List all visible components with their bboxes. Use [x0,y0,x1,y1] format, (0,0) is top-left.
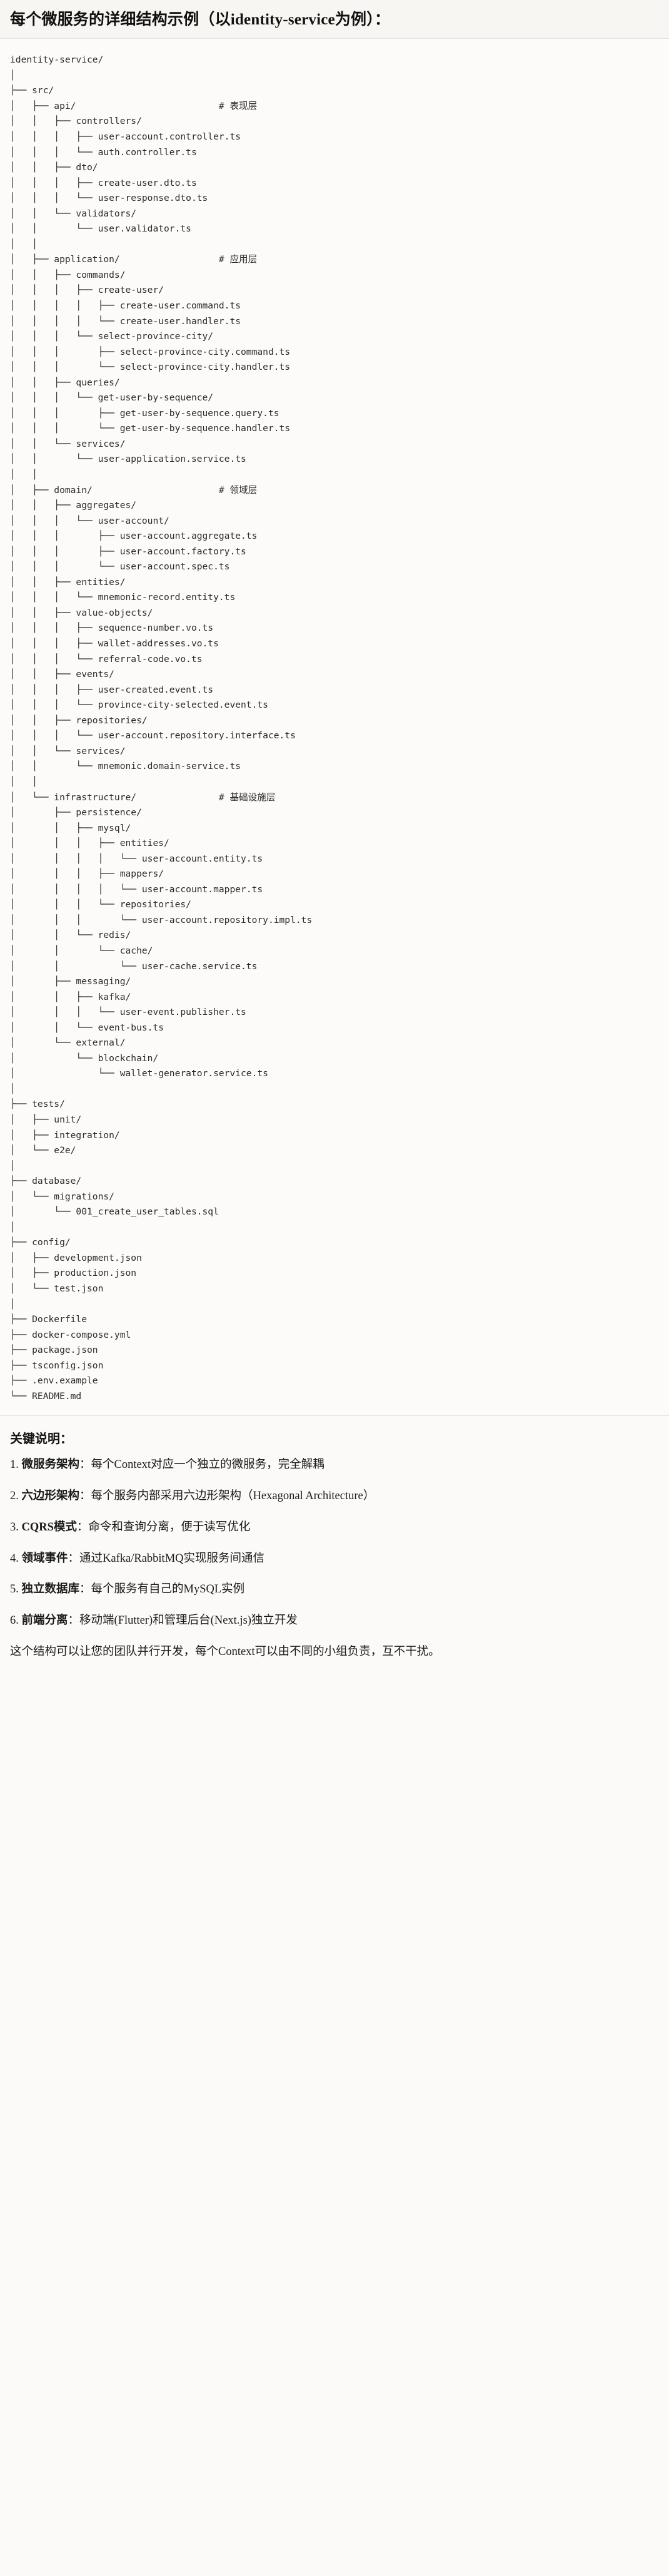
note-text: 通过Kafka/RabbitMQ实现服务间通信 [79,1552,265,1565]
list-item: 1. 微服务架构：每个Context对应一个独立的微服务，完全解耦 [10,1457,659,1474]
note-term: 独立数据库 [21,1583,80,1596]
note-separator: ： [68,1552,80,1565]
note-number: 3. [10,1520,19,1534]
note-number: 6. [10,1614,19,1627]
closing-paragraph: 这个结构可以让您的团队并行开发，每个Context可以由不同的小组负责，互不干扰… [10,1645,440,1658]
note-term: 微服务架构 [21,1459,80,1472]
note-number: 2. [10,1490,19,1503]
note-number: 4. [10,1552,19,1565]
note-text: 每个服务内部采用六边形架构（Hexagonal Architecture） [91,1490,375,1503]
document-page: 每个微服务的详细结构示例（以identity-service为例）： ident… [0,0,669,1674]
note-text: 每个Context对应一个独立的微服务，完全解耦 [91,1459,324,1472]
note-term: 六边形架构 [21,1490,80,1503]
note-separator: ： [79,1583,91,1596]
note-separator: ： [68,1614,80,1627]
key-notes-section: 关键说明： 1. 微服务架构：每个Context对应一个独立的微服务，完全解耦 … [0,1416,669,1674]
list-item: 6. 前端分离：移动端(Flutter)和管理后台(Next.js)独立开发 [10,1612,659,1630]
page-title: 每个微服务的详细结构示例（以identity-service为例）： [10,11,391,28]
list-item: 3. CQRS模式：命令和查询分离，便于读写优化 [10,1519,659,1537]
note-term: CQRS模式 [21,1520,77,1534]
note-term: 前端分离 [21,1614,68,1627]
note-term: 领域事件 [21,1552,68,1565]
key-notes-title: 关键说明： [10,1432,73,1447]
directory-tree: identity-service/ │ ├── src/ │ ├── api/ … [10,54,313,1402]
list-item: 2. 六边形架构：每个服务内部采用六边形架构（Hexagonal Archite… [10,1488,659,1505]
directory-tree-block: identity-service/ │ ├── src/ │ ├── api/ … [0,39,669,1417]
key-notes-list: 1. 微服务架构：每个Context对应一个独立的微服务，完全解耦 2. 六边形… [10,1457,659,1630]
note-number: 1. [10,1459,19,1472]
note-text: 命令和查询分离，便于读写优化 [88,1520,251,1534]
list-item: 4. 领域事件：通过Kafka/RabbitMQ实现服务间通信 [10,1550,659,1568]
note-text: 移动端(Flutter)和管理后台(Next.js)独立开发 [79,1614,298,1627]
list-item: 5. 独立数据库：每个服务有自己的MySQL实例 [10,1581,659,1599]
document-header: 每个微服务的详细结构示例（以identity-service为例）： [0,0,669,39]
note-separator: ： [76,1520,89,1534]
note-separator: ： [79,1459,91,1472]
note-text: 每个服务有自己的MySQL实例 [91,1583,245,1596]
note-separator: ： [79,1490,91,1503]
note-number: 5. [10,1583,19,1596]
